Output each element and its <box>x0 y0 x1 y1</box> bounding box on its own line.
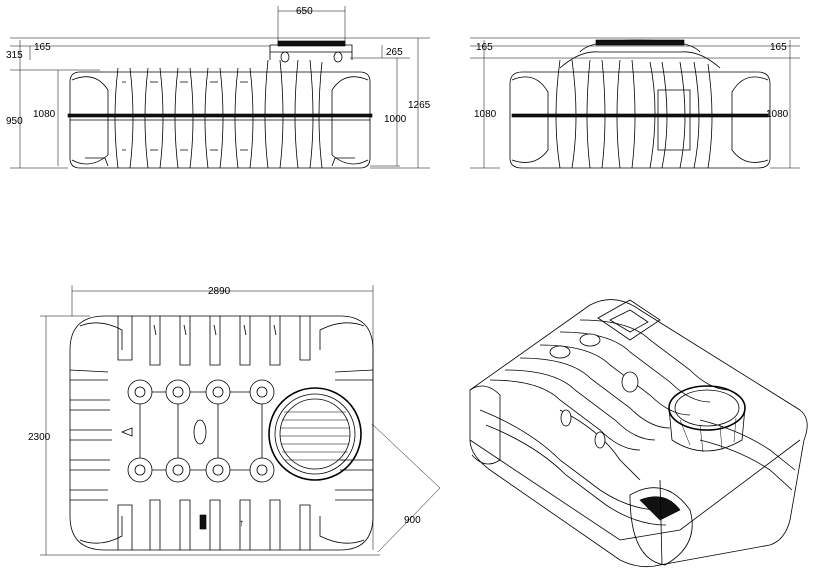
side-belt-band <box>511 113 769 118</box>
front-dimension-lines <box>10 6 430 169</box>
front-belt-band <box>67 113 373 118</box>
front-dim-right-c: 1265 <box>408 100 431 111</box>
iso-top-cross <box>597 299 661 341</box>
front-dim-right-b: 1000 <box>384 114 407 125</box>
front-dim-left-d: 1080 <box>33 109 56 120</box>
top-center-logo <box>193 419 207 445</box>
side-view: 165 165 1080 1080 <box>470 37 800 169</box>
front-dim-top-width: 650 <box>296 6 313 17</box>
top-ribs-right <box>334 369 374 501</box>
side-tank-body <box>509 71 771 169</box>
side-dim-left-height: 1080 <box>474 109 497 120</box>
iso-left-end <box>469 385 501 465</box>
front-end-caps <box>71 76 369 167</box>
front-dim-left-b: 165 <box>34 42 51 53</box>
iso-manhole <box>668 385 746 453</box>
side-dim-left-top: 165 <box>476 42 493 53</box>
side-dimension-lines <box>470 37 800 169</box>
side-neck <box>559 39 721 69</box>
front-dim-left-c: 950 <box>6 116 23 127</box>
top-ribs-top <box>117 316 311 366</box>
isometric-view <box>469 299 808 568</box>
top-marks: ↑ <box>120 427 244 530</box>
side-dim-right-top: 165 <box>770 42 787 53</box>
top-ribs-bottom <box>117 499 311 550</box>
top-mark-arrow: ↑ <box>239 518 244 529</box>
iso-end-dome <box>629 479 693 566</box>
top-view: 2890 2300 900 <box>28 285 441 556</box>
top-ports <box>127 379 275 483</box>
top-dim-width: 2890 <box>208 286 231 297</box>
top-manhole <box>268 387 362 481</box>
top-dim-depth: 2300 <box>28 432 51 443</box>
iso-ribs <box>479 319 796 526</box>
front-view: 650 315 165 950 1080 265 1000 1265 <box>6 6 431 169</box>
top-outline <box>69 315 374 551</box>
top-dim-diagonal: 900 <box>404 515 421 526</box>
iso-outline <box>469 299 808 568</box>
iso-ports <box>549 333 639 449</box>
front-dim-right-a: 265 <box>386 47 403 58</box>
side-dim-right-height: 1080 <box>766 109 789 120</box>
front-tank-body <box>68 71 372 169</box>
front-neck <box>269 40 353 63</box>
top-inner-grid <box>130 391 270 471</box>
front-dim-left-a: 315 <box>6 50 23 61</box>
top-ribs-left <box>69 369 112 501</box>
